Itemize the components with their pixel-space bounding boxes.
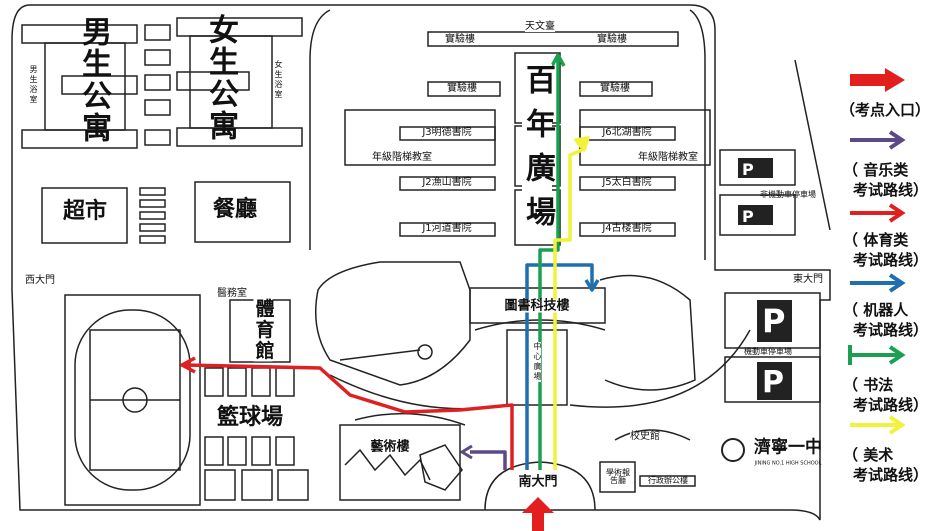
legend-line: （ 书法 [843,376,894,394]
legend-line: 考试路线） [853,466,929,484]
school-logo-name: 濟寧一中 [754,437,822,458]
girls-bath-label: 女生浴室 [274,60,283,100]
lab-label: 實驗樓 [447,83,477,94]
clinic-label: 醫務室 [217,288,247,299]
svg-text:P: P [762,365,784,400]
lab-label: 實驗樓 [600,83,630,94]
lecture-hall-label: 學術報告廳 [606,468,630,485]
east-gate-label: 東大門 [793,274,823,285]
library-label: 圖書科技樓 [504,298,570,314]
svg-text:P: P [742,207,754,226]
legend-line: （ 体育类 [843,231,909,249]
lecture-room-label: 年級階梯教室 [638,152,698,163]
svg-text:P: P [762,302,785,340]
road-curve [309,9,331,250]
legend-line: 考试路线） [853,181,929,199]
entrance-arrow-icon [522,497,554,531]
svg-text:P: P [742,160,754,179]
academy-j1-label: J1河道書院 [422,223,472,234]
car-parking-label: 機動車停車場 [744,347,792,356]
legend-pe-label: （ 体育类考试路线） [843,230,928,270]
campus-boundary [11,4,831,521]
gym-label: 體育館 [252,298,275,362]
legend-music-label: （ 音乐类考试路线） [843,160,928,200]
calligraphy-route-arrow-icon [848,345,906,365]
academy-j3-label: J3明德書院 [422,127,472,138]
pe-route-arrow-icon [850,203,906,223]
robot-route-arrow-icon [850,273,906,293]
boys-dorm-label: 男生公寓 [76,16,111,144]
school-logo-subtitle: JINING NO.1 HIGH SCHOOL [754,460,822,467]
legend-line: 考试路线） [853,321,929,339]
south-gate-label: 南大門 [518,474,558,490]
entrance-arrow-icon [850,68,905,92]
academy-j4-label: J4古楼書院 [602,223,652,234]
bike-parking-icon: P P [738,158,773,226]
bike-parking-label: 非機動車停車場 [760,190,816,199]
admin-building-label: 行政辦公樓 [648,476,688,485]
academy-j5-label: J5太白書院 [602,177,652,188]
legend-line: 考试路线） [853,251,929,269]
music-route-arrow-icon [850,130,906,150]
lecture-room-label: 年級階梯教室 [372,152,432,163]
legend-arrows [848,68,906,435]
observatory-label: 天文臺 [525,21,555,32]
west-gate-label: 西大門 [25,275,55,286]
legend-calligraphy-label: （ 书法考试路线） [843,375,928,415]
robot-route [525,263,594,470]
art-building-label: 藝術樓 [370,439,410,455]
basketball-court-label: 籃球場 [216,405,284,430]
school-emblem-icon [721,438,745,462]
art-route-arrow-icon [850,415,906,435]
legend-line: 考试路线） [853,396,929,414]
canteen-label: 餐廳 [212,197,258,222]
centennial-square-label: 百年廣場 [520,64,555,240]
center-square-label: 中心廣場 [533,342,542,382]
lab-label: 實驗樓 [597,34,627,45]
legend-line: （ 机器人 [843,301,909,319]
art-route [553,148,583,470]
supermarket-label: 超市 [62,199,108,224]
music-route [470,450,507,470]
academy-j2-label: J2漁山書院 [422,177,472,188]
legend-art-label: （ 美术考试路线） [843,445,928,485]
history-hall-label: 校史館 [630,431,660,442]
girls-dorm-label: 女生公寓 [203,14,238,142]
academy-j6-label: J6北湖書院 [602,127,652,138]
boys-bath-label: 男生浴室 [29,65,38,105]
legend-line: （ 音乐类 [843,161,909,179]
pe-route [184,363,514,470]
legend-line: （ 美术 [843,446,894,464]
legend-entrance-label: （考点入口） [840,101,929,119]
car-parking-icon: P P [757,300,792,400]
lab-label: 實驗樓 [445,34,475,45]
legend-robot-label: （ 机器人考试路线） [843,300,928,340]
